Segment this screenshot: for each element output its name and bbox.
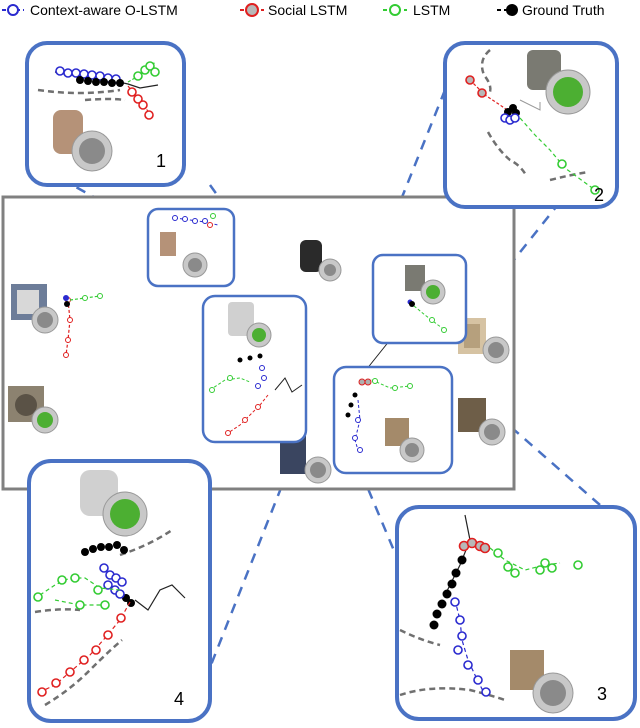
scene-zoom-box-3 [332, 365, 454, 475]
zoom-panel-2: 2 [443, 41, 619, 209]
panel-number: 1 [156, 151, 166, 171]
panel-number: 2 [594, 185, 604, 205]
panel-number: 3 [597, 684, 607, 704]
target-marker-icon [482, 336, 510, 364]
panel-number: 4 [174, 689, 184, 709]
legend-item-lstm: LSTM [383, 2, 450, 18]
target-marker-icon [31, 306, 59, 334]
zoom-panel-3: 3 [395, 505, 637, 721]
statue-icon [300, 240, 342, 282]
legend-item-social-lstm: Social LSTM [240, 2, 347, 18]
legend-label: Ground Truth [522, 2, 605, 18]
legend-label: Social LSTM [268, 2, 347, 18]
scene-objects [8, 240, 510, 484]
scene-zoom-box-2 [371, 253, 468, 345]
target-marker-icon [532, 672, 574, 714]
target-marker-icon [478, 418, 506, 446]
zoom-panel-1: 1 [25, 41, 186, 187]
legend-label: LSTM [413, 2, 450, 18]
legend-item-context-aware: Context-aware O-LSTM [2, 2, 178, 18]
painting-icon [8, 386, 44, 422]
target-marker-icon [71, 130, 113, 172]
scene-zoom-box-4 [201, 294, 308, 444]
scene-trajectory [63, 293, 103, 358]
target-marker-icon [545, 69, 591, 115]
scene-zoom-box-1 [146, 207, 236, 288]
target-marker-icon [102, 491, 148, 537]
zoom-panel-4: 4 [27, 459, 212, 723]
legend-label: Context-aware O-LSTM [30, 2, 178, 18]
target-marker-icon [304, 456, 332, 484]
legend: Context-aware O-LSTM Social LSTM LSTM Gr… [2, 2, 605, 18]
target-marker-icon [31, 406, 59, 434]
legend-item-ground-truth: Ground Truth [497, 2, 605, 18]
